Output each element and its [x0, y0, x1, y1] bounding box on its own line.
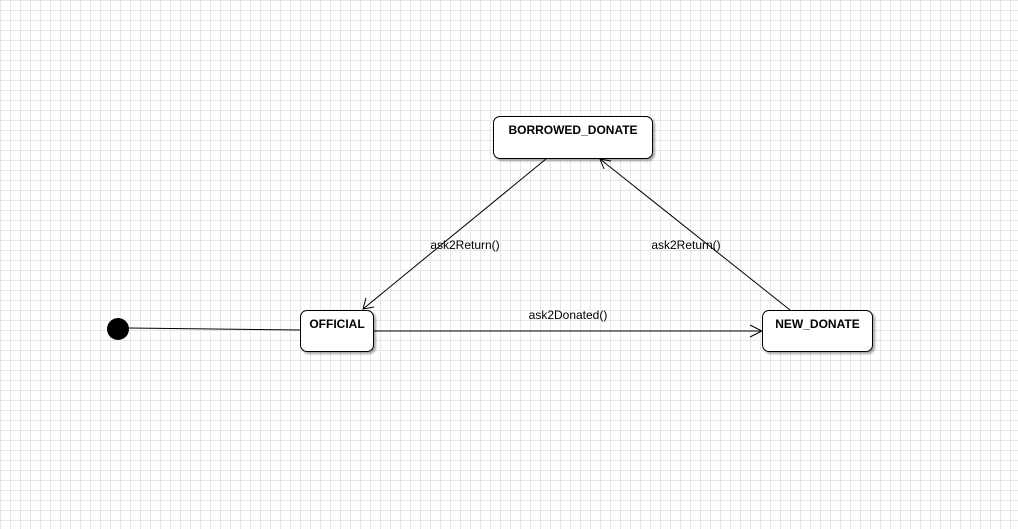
transition-label-new-donate-to-borrowed[interactable]: ask2Return() — [651, 238, 721, 252]
state-borrowed-donate-label: BORROWED_DONATE — [508, 123, 638, 137]
state-official[interactable]: OFFICIAL — [300, 310, 374, 352]
state-new-donate[interactable]: NEW_DONATE — [762, 310, 873, 352]
state-new-donate-label: NEW_DONATE — [775, 317, 860, 331]
initial-state-node[interactable] — [107, 318, 129, 340]
state-borrowed-donate[interactable]: BORROWED_DONATE — [493, 116, 653, 159]
state-official-label: OFFICIAL — [309, 317, 365, 331]
transition-label-borrowed-to-official[interactable]: ask2Return() — [430, 238, 500, 252]
new-donate-to-borrowed-line[interactable] — [599, 158, 791, 311]
new-donate-to-borrowed-arrowhead — [599, 158, 612, 170]
initial-transition-line[interactable] — [128, 327, 301, 331]
borrowed-to-official-arrowhead — [362, 297, 375, 310]
borrowed-to-official-line[interactable] — [362, 158, 547, 310]
transition-label-official-to-new-donate[interactable]: ask2Donated() — [528, 308, 608, 322]
